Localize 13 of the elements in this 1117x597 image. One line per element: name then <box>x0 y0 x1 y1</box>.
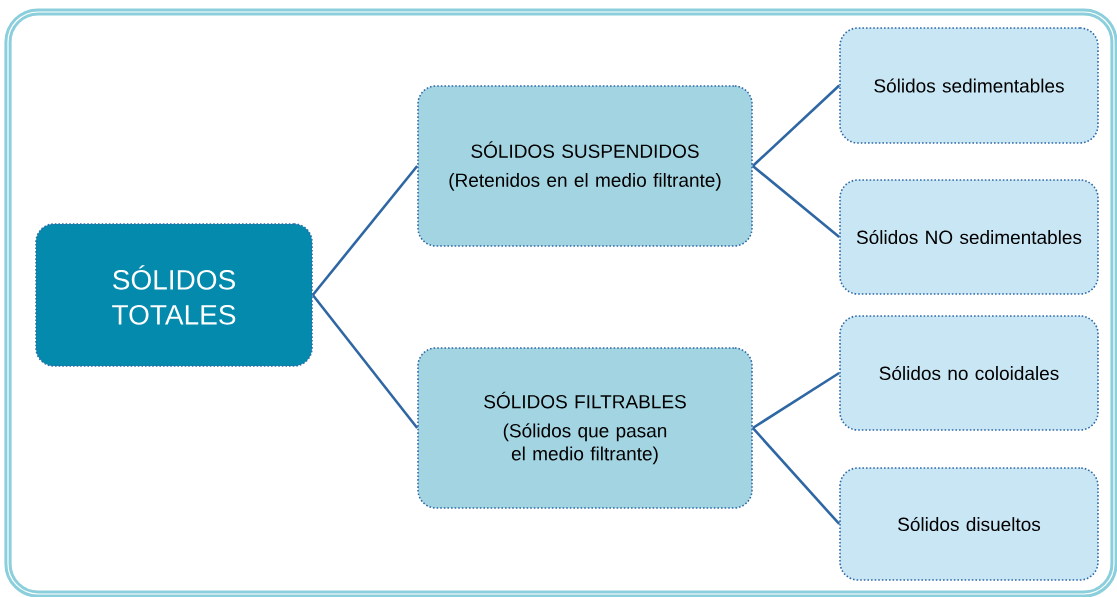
connector-line <box>752 371 840 430</box>
leaf-box: Sólidos sedimentables <box>839 27 1099 144</box>
leaf-box: Sólidos no coloidales <box>839 315 1099 431</box>
connector-line <box>751 427 841 525</box>
connector-line <box>751 84 841 167</box>
category-box: SÓLIDOS SUSPENDIDOS (Retenidos en el medio filtrante) <box>417 85 753 247</box>
connector-line <box>751 165 841 238</box>
connector-line <box>311 294 419 429</box>
leaf-box: Sólidos NO sedimentables <box>839 179 1099 295</box>
category-box: SÓLIDOS FILTRABLES (Sólidos que pasan el medio filtrante) <box>417 347 753 509</box>
leaf-box: Sólidos disueltos <box>839 467 1099 581</box>
root-box: SÓLIDOS TOTALES <box>35 223 313 367</box>
connector-line <box>311 165 419 296</box>
